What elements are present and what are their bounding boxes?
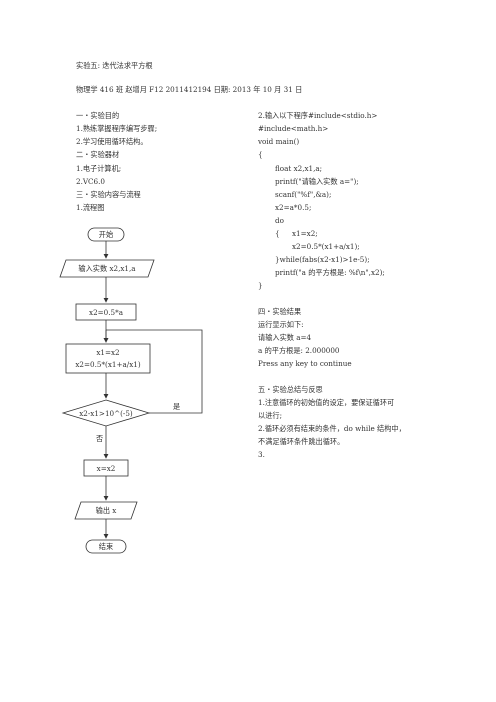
code-line: x2=a*0.5; [275, 203, 312, 212]
loop-body-box [65, 343, 151, 374]
page-title: 实验五: 迭代法求平方根 [76, 61, 153, 70]
code-line: #include<math.h> [258, 124, 329, 133]
author-info-line: 物理学 416 班 赵增月 F12 2011412194 日期: 2013 年 … [76, 85, 303, 94]
code-intro-line: 2.输入以下程序#include<stdio.h> [258, 111, 378, 120]
equipment-item-1: 1.电子计算机; [76, 164, 122, 173]
section-heading-equipment: 二・实验器材 [76, 150, 120, 159]
objective-item-1: 1.熟练掌握程序编写步骤; [76, 124, 158, 133]
loop-line-2: x2=0.5*(x1+a/x1) [75, 360, 141, 369]
yes-loop-back-arrow [106, 329, 203, 414]
objective-item-2: 2.学习使用循环结构。 [76, 137, 148, 146]
code-line: scanf("%f",&a); [275, 190, 332, 199]
code-line: float x2,x1,a; [275, 164, 323, 173]
input-label: 输入实数 x2,x1,a [78, 264, 136, 273]
condition-label: x2-x1>10^(-5) [79, 409, 133, 418]
init-label: x2=0.5*a [89, 308, 123, 317]
loop-line-1: x1=x2 [96, 348, 120, 357]
code-line: { [275, 229, 280, 238]
summary-line: 1.注意循环的初始值的设定，要保证循环可 [258, 398, 395, 407]
yes-branch-label: 是 [173, 402, 181, 411]
input-parallelogram [59, 259, 155, 278]
code-line: x1=x2; [292, 229, 318, 238]
code-line: printf("请输入实数 a="); [275, 177, 359, 186]
result-line: 请输入实数 a=4 [258, 333, 312, 342]
start-label: 开始 [98, 230, 114, 239]
summary-line: 3. [258, 450, 265, 459]
no-branch-label: 否 [96, 434, 104, 443]
equipment-item-2: 2.VC6.0 [76, 177, 105, 186]
end-terminal [85, 539, 127, 554]
summary-line: 不满足循环条件跳出循环。 [258, 437, 345, 446]
result-line: a 的平方根是: 2.000000 [258, 346, 340, 355]
section-heading-objectives: 一・实验目的 [76, 111, 120, 120]
summary-line: 2.循环必须有结束的条件，do while 结构中， [258, 424, 406, 433]
result-line: 运行显示如下: [258, 320, 304, 329]
code-line: void main() [258, 137, 300, 146]
code-line: } [258, 281, 263, 290]
output-label: 输出 x [95, 506, 117, 515]
assign-label: x=x2 [96, 464, 116, 473]
code-line: do [275, 216, 284, 225]
code-line: printf("a 的平方根是: %f\n",x2); [275, 268, 385, 277]
code-line: }while(fabs(x2-x1)>1e-5); [275, 255, 370, 264]
output-parallelogram [74, 501, 138, 520]
code-line: x2=0.5*(x1+a/x1); [292, 242, 360, 251]
section-heading-summary: 五・实验总结与反思 [258, 385, 323, 394]
summary-line: 以进行; [258, 411, 282, 420]
result-line: Press any key to continue [258, 359, 352, 368]
section-heading-procedure: 三・实验内容与流程 [76, 190, 141, 199]
code-line: { [258, 150, 263, 159]
section-heading-results: 四・实验结果 [258, 307, 302, 316]
end-label: 结束 [98, 542, 114, 551]
flowchart-caption: 1.流程图 [76, 203, 105, 212]
